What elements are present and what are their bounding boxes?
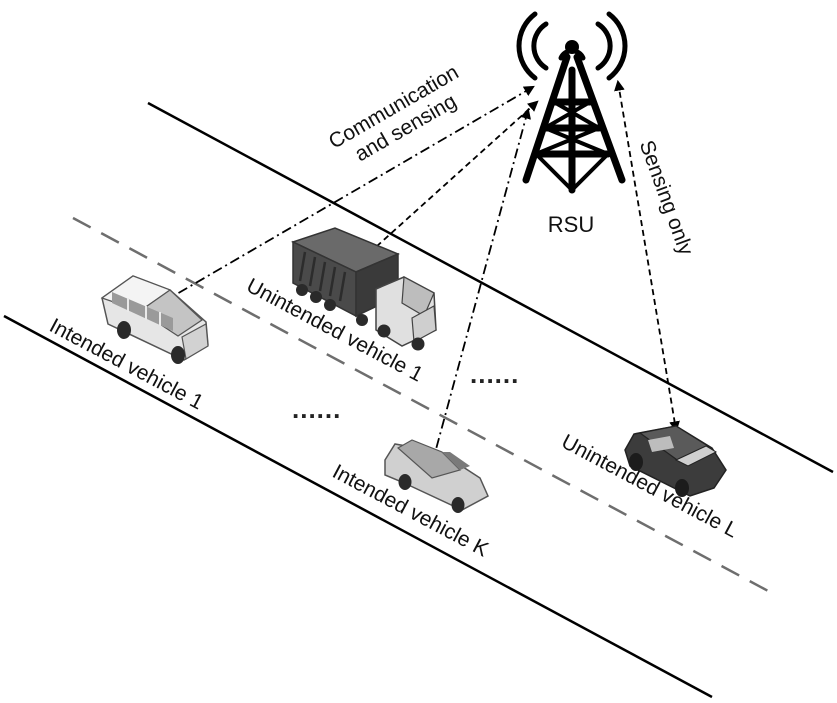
signal-waves-icon <box>516 11 628 81</box>
rsu-label: RSU <box>548 212 594 237</box>
link-sense-unintended-l <box>614 79 680 433</box>
truck-icon <box>290 227 437 351</box>
lane-divider <box>72 216 771 594</box>
rsu-tower-icon <box>516 11 628 194</box>
link-comm-intended-k <box>429 107 531 467</box>
car-icon-intended-k <box>384 439 489 513</box>
car-icon-unintended-l <box>624 425 727 497</box>
road-edge-bottom <box>3 314 713 699</box>
ellipsis-unintended: ...... <box>470 359 519 389</box>
ellipsis-intended: ...... <box>292 394 341 424</box>
van-icon <box>100 275 209 364</box>
